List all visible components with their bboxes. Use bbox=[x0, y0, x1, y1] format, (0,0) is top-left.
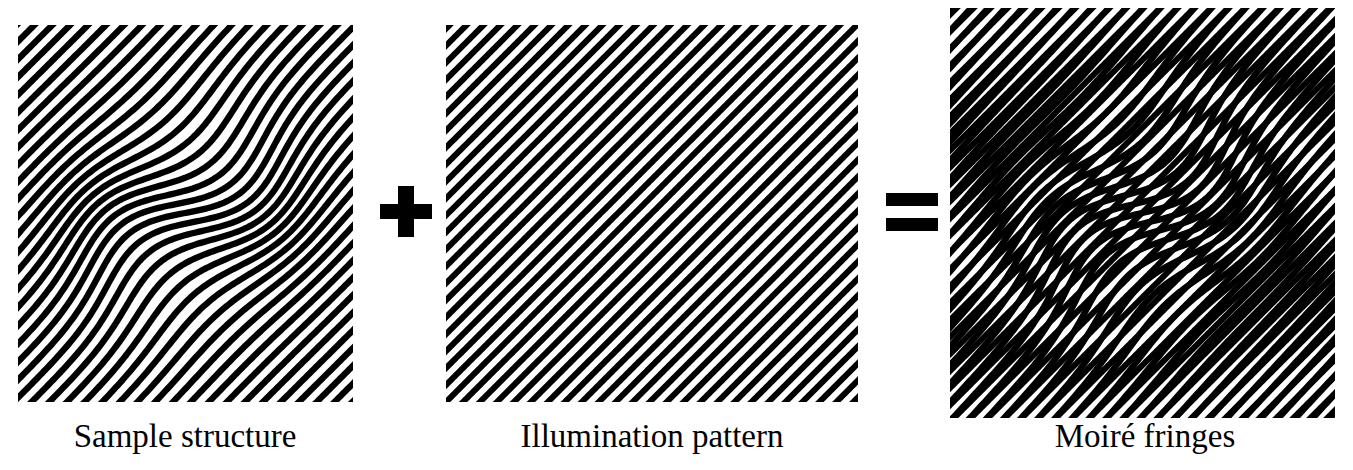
grating-line bbox=[78, 108, 353, 402]
grating-line bbox=[1120, 154, 1335, 418]
grating-line bbox=[533, 94, 858, 402]
grating-line bbox=[963, 8, 1335, 418]
grating-line bbox=[1166, 196, 1335, 418]
grating-line bbox=[1102, 136, 1335, 418]
grating-line bbox=[1009, 51, 1335, 418]
grating-line bbox=[584, 145, 858, 402]
grating-lines bbox=[950, 8, 1335, 418]
grating-line bbox=[158, 188, 353, 402]
grating-line bbox=[123, 152, 353, 402]
grating-line bbox=[185, 215, 353, 402]
grating-line bbox=[618, 179, 858, 402]
grating-line bbox=[1055, 94, 1335, 418]
grating-line bbox=[25, 54, 353, 402]
grating-line bbox=[567, 128, 858, 402]
grating-line bbox=[593, 154, 858, 402]
equals-sign bbox=[886, 193, 938, 231]
grating-line bbox=[1074, 111, 1335, 418]
grating-lines bbox=[18, 25, 353, 402]
grating-line bbox=[167, 197, 353, 402]
grating-line bbox=[576, 137, 858, 402]
grating-line bbox=[34, 63, 353, 402]
grating-line bbox=[1157, 188, 1335, 418]
grating-line bbox=[559, 120, 858, 402]
grating-line bbox=[465, 26, 858, 402]
grating-line bbox=[1139, 171, 1335, 418]
grating-line bbox=[635, 196, 858, 402]
grating-line bbox=[176, 206, 353, 402]
illumination-grating bbox=[446, 25, 858, 402]
grating-line bbox=[96, 125, 353, 402]
grating-line bbox=[132, 161, 353, 402]
panel-caption: Illumination pattern bbox=[520, 420, 783, 453]
grating-line bbox=[1083, 119, 1335, 418]
plus-sign bbox=[380, 186, 432, 237]
grating-line bbox=[141, 170, 353, 402]
grating-line bbox=[1148, 179, 1335, 418]
panel-caption: Moiré fringes bbox=[1055, 420, 1236, 453]
grating-line bbox=[1092, 128, 1335, 418]
grating-line bbox=[627, 188, 858, 402]
grating-line bbox=[652, 213, 858, 402]
grating-line bbox=[43, 72, 353, 402]
grating-line bbox=[550, 111, 858, 402]
grating-lines bbox=[950, 8, 1335, 418]
grating-line bbox=[105, 134, 353, 402]
grating-line bbox=[1111, 145, 1335, 418]
grating-line bbox=[644, 205, 858, 402]
grating-line bbox=[87, 117, 353, 402]
grating-line bbox=[516, 77, 858, 402]
grating-line bbox=[1129, 162, 1335, 418]
grating-line bbox=[114, 143, 353, 402]
grating-line bbox=[1000, 42, 1335, 418]
grating-line bbox=[150, 179, 353, 402]
grating-line bbox=[601, 162, 858, 402]
grating-line bbox=[610, 171, 858, 402]
grating-line bbox=[525, 86, 858, 402]
grating-lines bbox=[446, 25, 858, 402]
moire-overlay bbox=[950, 8, 1335, 418]
grating-line bbox=[474, 35, 858, 402]
grating-line bbox=[1018, 60, 1335, 418]
sample-grating bbox=[18, 25, 353, 402]
panel-caption: Sample structure bbox=[74, 420, 297, 453]
grating-line bbox=[1064, 102, 1335, 418]
